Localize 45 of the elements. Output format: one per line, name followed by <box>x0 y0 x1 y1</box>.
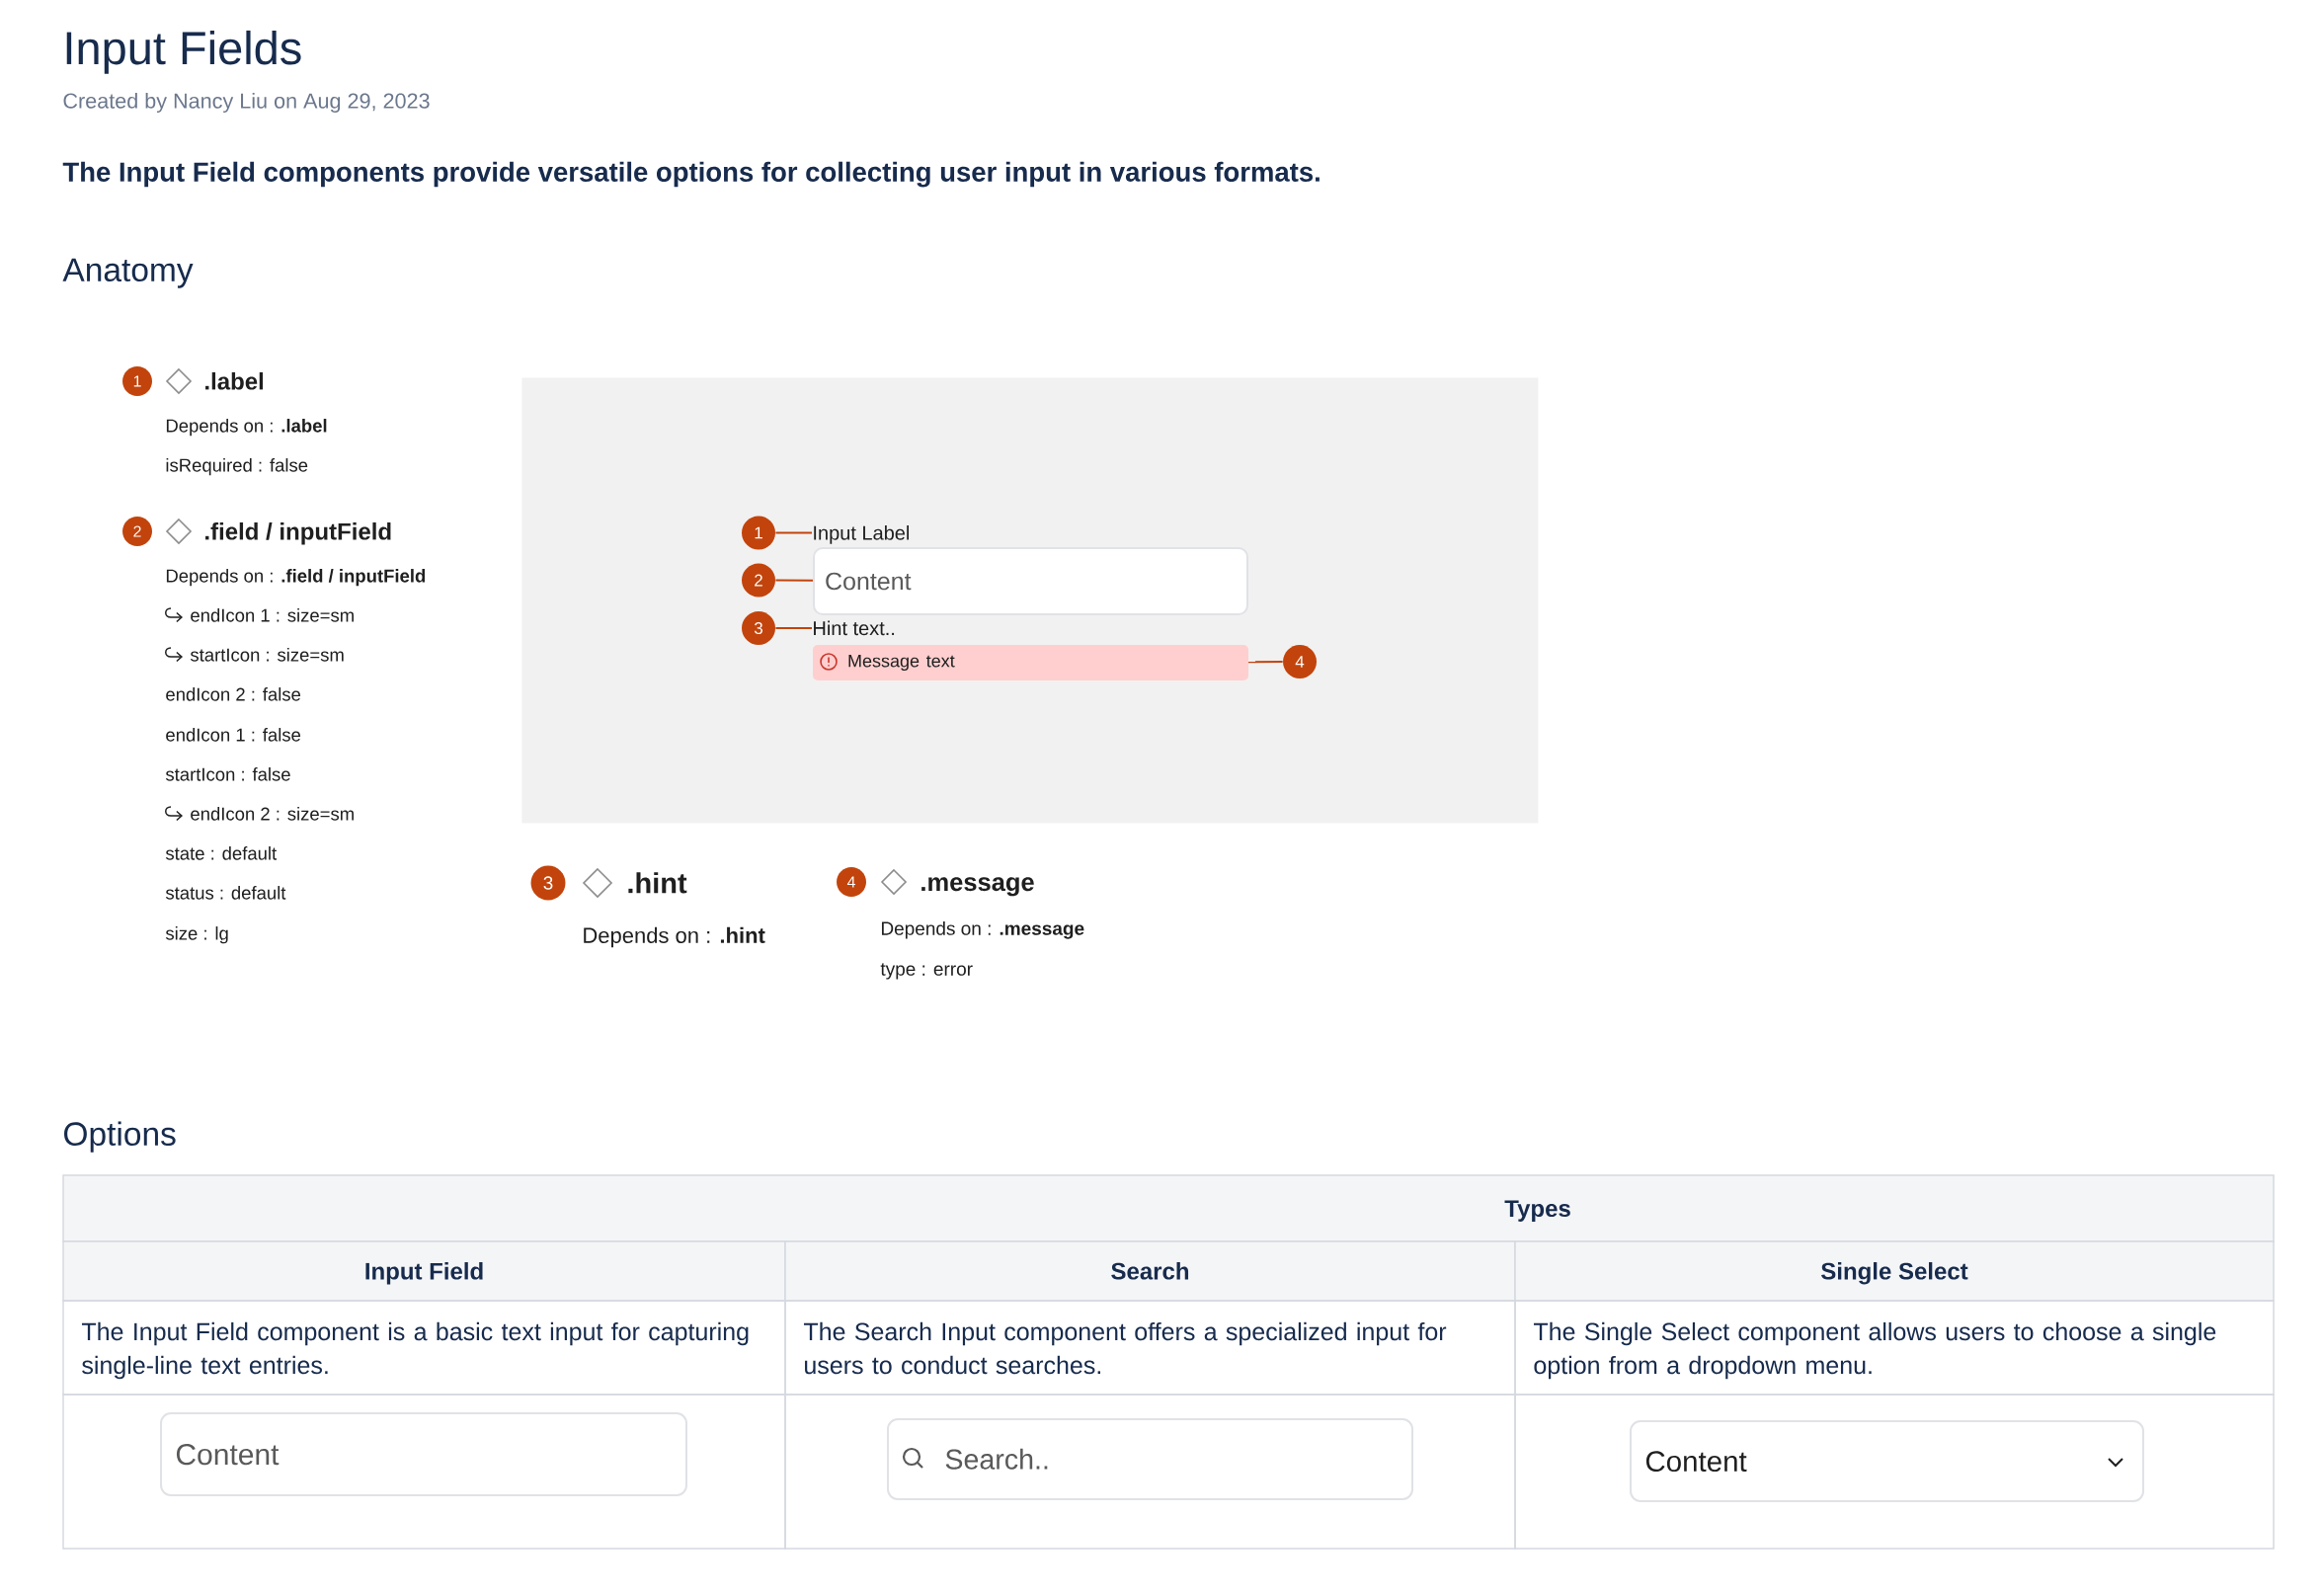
page-title: Input Fields <box>66 30 301 74</box>
leader-line <box>1247 661 1284 664</box>
property-text: endIcon 2 : false <box>166 687 301 701</box>
header-cell: Input Field <box>62 1240 786 1302</box>
table-cell: The Input Field component is a basic text input for capturing single-line text entries. <box>62 1300 786 1396</box>
part-heading: .message <box>921 877 1034 897</box>
callout-number: 4 <box>837 867 866 897</box>
search-field: Search.. <box>887 1418 1413 1500</box>
part-heading: .label <box>205 372 264 390</box>
callout-number: 2 <box>742 563 775 598</box>
callout-number: 1 <box>122 366 152 396</box>
callout-number: 4 <box>1283 645 1317 678</box>
byline: Created by Nancy Liu on Aug 29, 2023 <box>63 92 430 114</box>
section-heading: Options <box>64 1121 176 1153</box>
property-text: startIcon : size=sm <box>190 648 344 662</box>
callout-number: 3 <box>530 865 566 901</box>
error-message-bar: Message text <box>813 645 1248 680</box>
field-label: Input Label <box>814 525 909 544</box>
property-text: state : default <box>165 846 278 860</box>
property-text: status : default <box>165 886 286 900</box>
property-text: startIcon : false <box>165 767 290 781</box>
property-text: endIcon 1 : size=sm <box>191 608 354 622</box>
header-cell: Search <box>784 1240 1516 1302</box>
part-heading: .field / inputField <box>205 522 391 545</box>
property-text: Depends on : .label <box>166 419 327 437</box>
callout-number: 2 <box>122 517 152 546</box>
part-heading: .hint <box>628 872 687 894</box>
input-field: Content <box>813 547 1248 615</box>
property-text: type : error <box>880 963 973 980</box>
intro-text: The Input Field components provide versatile options for collecting user input in various formats. <box>62 161 1320 188</box>
callout-number: 3 <box>742 611 775 645</box>
table-cell: The Search Input component offers a specialized input for users to conduct searches. <box>784 1300 1516 1396</box>
hint-text: Hint text.. <box>814 620 895 636</box>
leader-line <box>774 627 813 629</box>
property-text: isRequired : false <box>166 458 308 476</box>
header-cell: Single Select <box>1514 1240 2275 1302</box>
table-cell: The Single Select component allows users to choose a single option from a dropdown menu. <box>1514 1300 2275 1396</box>
leader-line <box>774 579 814 582</box>
property-text: endIcon 1 : false <box>166 728 301 742</box>
select-field: Content <box>1630 1420 2144 1502</box>
property-text: size : lg <box>165 926 228 944</box>
leader-line <box>774 531 813 534</box>
callout-number: 1 <box>742 516 775 550</box>
property-text: endIcon 2 : size=sm <box>191 807 354 821</box>
input-field: Content <box>160 1412 687 1496</box>
